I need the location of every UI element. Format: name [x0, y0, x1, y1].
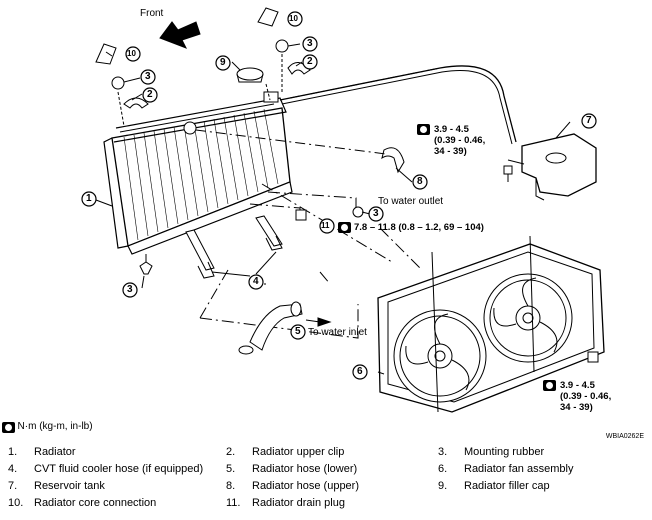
parts-legend-item: 8. Radiator hose (upper): [226, 480, 438, 492]
right-upper-clip: [257, 7, 311, 92]
water-outlet-label: To water outlet: [378, 196, 444, 207]
left-upper-clip: [95, 43, 149, 127]
water-inlet-label: To water inlet: [308, 327, 367, 338]
parts-legend-item: 9. Radiator filler cap: [438, 480, 638, 492]
drain-plug: [295, 206, 364, 221]
callout-circles: [81, 11, 597, 380]
part-name: Radiator upper clip: [252, 446, 345, 458]
part-number: 8.: [226, 480, 236, 492]
callout-5: 5: [295, 326, 301, 337]
parts-legend-item: 10. Radiator core connection: [8, 497, 226, 509]
part-number: 2.: [226, 446, 236, 458]
part-number: 11.: [226, 497, 241, 509]
torque-wrench-icon: [417, 124, 430, 135]
torque-reservoir: 3.9 - 4.5 (0.39 - 0.46, 34 - 39): [434, 124, 486, 157]
leader-lines: [95, 43, 571, 375]
part-name: Radiator fan assembly: [464, 463, 574, 475]
torque-wrench-icon: [543, 380, 556, 391]
part-name: Mounting rubber: [464, 446, 545, 458]
part-number: 9.: [438, 480, 448, 492]
part-name: Radiator core connection: [34, 497, 157, 509]
parts-legend-item: 11. Radiator drain plug: [226, 497, 438, 509]
callout-11: 11: [321, 221, 330, 230]
fan-assembly: [377, 235, 605, 413]
part-name: Radiator drain plug: [252, 497, 345, 509]
figure-code: WBIA0262E: [605, 433, 644, 440]
part-name: Radiator filler cap: [464, 480, 550, 492]
part-number: 10.: [8, 497, 24, 509]
exploded-diagram: Front To water outlet To water inlet 1 2…: [81, 7, 612, 413]
reservoir-hose: [279, 65, 517, 145]
part-name: Radiator: [34, 446, 76, 458]
part-number: 5.: [226, 463, 236, 475]
callout-3-mid: 3: [373, 208, 379, 219]
torque-wrench-icon: [2, 422, 15, 433]
callout-3-left: 3: [145, 71, 151, 82]
diagram-drawing: [81, 7, 605, 413]
callout-9: 9: [220, 57, 226, 68]
parts-legend-item: 5. Radiator hose (lower): [226, 463, 438, 475]
part-number: 4.: [8, 463, 18, 475]
callout-6: 6: [357, 366, 363, 377]
front-label: Front: [140, 8, 164, 19]
part-number: 3.: [438, 446, 448, 458]
callout-3-lower: 3: [127, 284, 133, 295]
lower-mount: [139, 254, 153, 275]
part-name: Reservoir tank: [34, 480, 105, 492]
parts-legend-item: 7. Reservoir tank: [8, 480, 226, 492]
callout-4: 4: [253, 276, 259, 287]
part-name: CVT fluid cooler hose (if equipped): [34, 463, 204, 475]
callout-1: 1: [86, 193, 92, 204]
parts-legend-item: 3. Mounting rubber: [438, 446, 638, 458]
torque-fan: 3.9 - 4.5 (0.39 - 0.46, 34 - 39): [560, 380, 612, 413]
filler-cap: [236, 67, 271, 101]
parts-legend-item: 6. Radiator fan assembly: [438, 463, 638, 475]
cvt-hoses: [185, 215, 283, 279]
parts-legend-item: 2. Radiator upper clip: [226, 446, 438, 458]
part-name: Radiator hose (lower): [252, 463, 358, 475]
lower-hose: [238, 301, 332, 355]
torque-drain-plug: 7.8 – 11.8 (0.8 – 1.2, 69 – 104): [354, 222, 484, 233]
callout-10-left: 10: [127, 49, 136, 58]
upper-hose: [195, 129, 405, 174]
part-number: 6.: [438, 463, 448, 475]
parts-legend-item: 4. CVT fluid cooler hose (if equipped): [8, 463, 226, 475]
parts-legend-item: 1. Radiator: [8, 446, 226, 458]
callout-2-left: 2: [147, 89, 153, 100]
reservoir-tank: [503, 133, 597, 201]
front-arrow-icon: [159, 21, 201, 49]
part-name: Radiator hose (upper): [252, 480, 360, 492]
callout-7: 7: [586, 115, 592, 126]
parts-legend: 1. Radiator 2. Radiator upper clip 3. Mountin…: [8, 446, 648, 509]
part-number: 7.: [8, 480, 18, 492]
torque-unit-legend: : N·m (kg-m, in-lb): [12, 421, 93, 432]
callout-8: 8: [417, 176, 423, 187]
radiator-core: [103, 91, 293, 255]
callout-10-right: 10: [289, 14, 298, 23]
part-number: 1.: [8, 446, 18, 458]
callout-2-right: 2: [307, 56, 313, 67]
torque-wrench-icon: [338, 222, 351, 233]
callout-3-right: 3: [307, 38, 313, 49]
